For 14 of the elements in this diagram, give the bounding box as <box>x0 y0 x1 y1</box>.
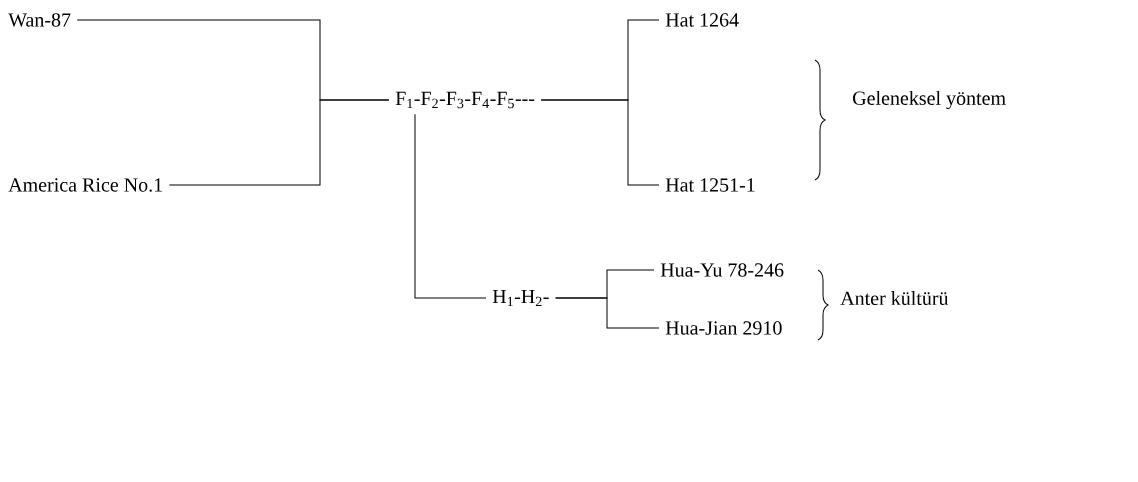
variety-label: Hua-Yu 78-246 <box>660 263 784 277</box>
connector-line <box>555 297 660 329</box>
variety-label: Hua-Jian 2910 <box>665 321 782 335</box>
variety-label: America Rice No.1 <box>8 178 162 192</box>
connector-line <box>168 99 390 186</box>
group-label: Anter kültürü <box>840 290 949 306</box>
group-label: Geleneksel yöntem <box>853 90 1006 110</box>
variety-label: F$_{1}$-F$_{2}$-F$_{3}$-F$_{4}$-F$_{5}$--- <box>395 91 535 109</box>
variety-label: Hat 1251-1 <box>665 178 755 192</box>
connector-line <box>540 99 660 186</box>
variety-label: Wan-87 <box>8 13 71 27</box>
variety-label: H$_{1}$-H$_{2}$- <box>492 289 549 307</box>
connector-line <box>414 113 487 299</box>
variety-label: Hat 1264 <box>665 13 739 27</box>
